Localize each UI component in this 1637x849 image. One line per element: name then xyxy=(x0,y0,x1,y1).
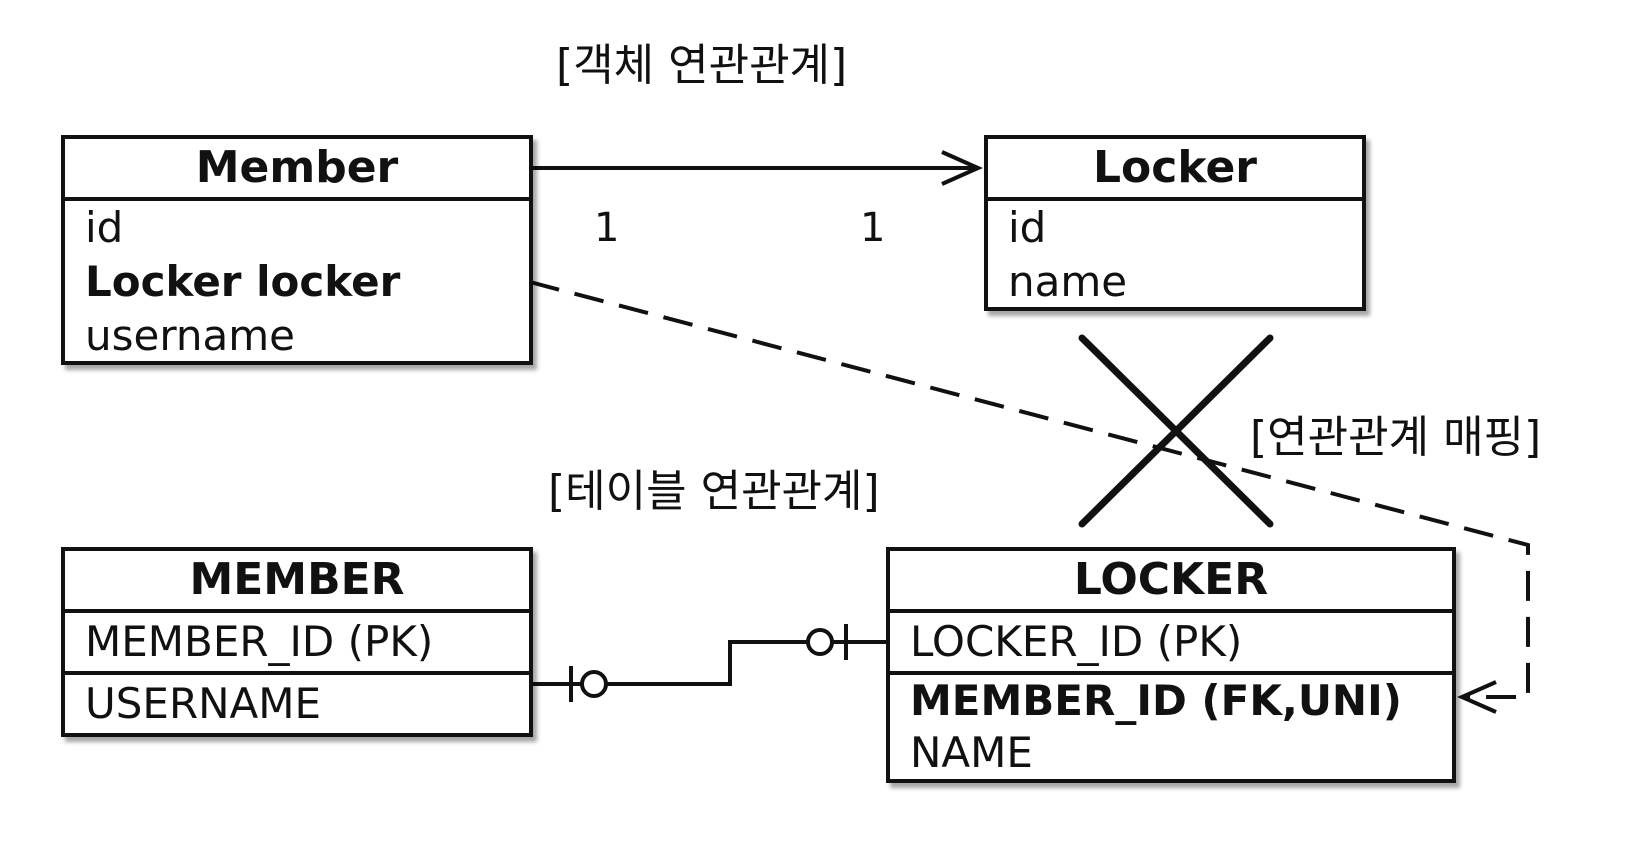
locker-class-box: Locker id name xyxy=(984,135,1366,311)
mapping-arrowhead xyxy=(1457,680,1497,714)
locker-field-id: id xyxy=(1008,203,1047,252)
object-relation-caption: [객체 연관관계] xyxy=(556,40,848,91)
locker-column-member-id-fk: MEMBER_ID (FK,UNI) xyxy=(910,676,1402,725)
er-circle-member xyxy=(580,670,608,698)
multiplicity-source: 1 xyxy=(594,205,620,251)
locker-table-box: LOCKER LOCKER_ID (PK) MEMBER_ID (FK,UNI)… xyxy=(886,547,1456,783)
locker-field-name: name xyxy=(1008,257,1128,306)
member-class-title: Member xyxy=(65,139,529,201)
association-arrowhead xyxy=(941,150,983,186)
table-relation-caption: [테이블 연관관계] xyxy=(548,466,880,517)
member-column-member-id: MEMBER_ID (PK) xyxy=(65,613,529,675)
multiplicity-target: 1 xyxy=(860,205,886,251)
locker-class-title: Locker xyxy=(988,139,1362,201)
locker-column-locker-id: LOCKER_ID (PK) xyxy=(890,613,1452,675)
member-field-locker: Locker locker xyxy=(85,257,401,306)
mapping-caption: [연관관계 매핑] xyxy=(1250,412,1542,463)
locker-column-name: NAME xyxy=(910,728,1033,777)
mapping-dashed-line xyxy=(529,280,1530,699)
member-table-box: MEMBER MEMBER_ID (PK) USERNAME xyxy=(61,547,533,737)
member-column-username: USERNAME xyxy=(85,679,322,728)
member-field-id: id xyxy=(85,203,124,252)
locker-table-title: LOCKER xyxy=(890,551,1452,613)
er-circle-locker xyxy=(806,628,834,656)
cross-mark-line-2 xyxy=(1078,334,1274,528)
member-class-box: Member id Locker locker username xyxy=(61,135,533,365)
member-table-title: MEMBER xyxy=(65,551,529,613)
member-field-username: username xyxy=(85,311,295,360)
